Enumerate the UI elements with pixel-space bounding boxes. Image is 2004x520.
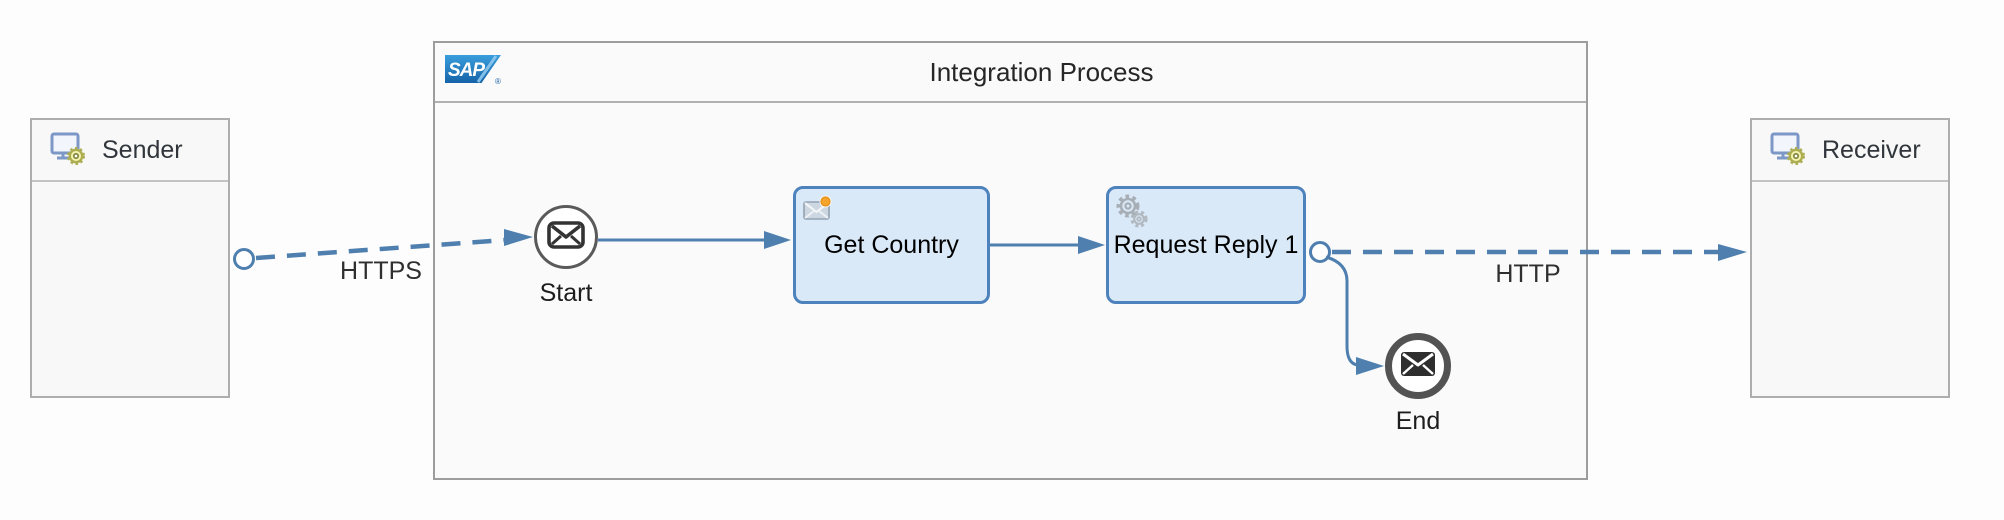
participant-receiver[interactable]: Receiver [1750, 118, 1950, 398]
sequence-flow-requestreply-end[interactable] [1325, 255, 1359, 367]
integration-process-container[interactable]: SAP ® Integration Process [433, 41, 1588, 480]
end-event-label: End [1395, 407, 1441, 435]
task-request-reply-label: Request Reply 1 [1113, 230, 1299, 259]
start-event-label: Start [539, 279, 593, 307]
sequence-flow-getcountry-requestreply-arrowhead [1078, 236, 1105, 254]
gears-icon [1115, 194, 1151, 235]
participant-sender-header: Sender [32, 120, 228, 182]
envelope-message-icon [547, 220, 585, 254]
content-modifier-icon [802, 194, 834, 231]
task-request-reply[interactable]: Request Reply 1 [1106, 186, 1306, 304]
process-title: Integration Process [929, 56, 1154, 87]
sap-logo-icon: SAP ® [445, 54, 507, 91]
end-event[interactable] [1385, 333, 1451, 399]
message-flow-http-arrowhead [1718, 244, 1747, 261]
request-reply-output-port[interactable] [1309, 241, 1331, 263]
system-icon [1769, 131, 1807, 170]
participant-receiver-label: Receiver [1822, 135, 1921, 164]
message-flow-http-label: HTTP [1495, 260, 1561, 288]
envelope-message-icon [1400, 351, 1436, 382]
message-flow-https-arrowhead [504, 229, 533, 246]
integration-process-header: SAP ® Integration Process [435, 43, 1586, 103]
sender-output-port[interactable] [233, 248, 255, 270]
system-icon [49, 131, 87, 170]
participant-sender[interactable]: Sender [30, 118, 230, 398]
start-event[interactable] [534, 205, 598, 269]
task-get-country-label: Get Country [824, 230, 959, 259]
message-flow-https[interactable] [255, 237, 506, 261]
svg-text:SAP: SAP [448, 60, 485, 81]
participant-sender-label: Sender [102, 135, 183, 164]
sequence-flow-requestreply-end-arrowhead [1356, 357, 1384, 375]
message-flow-https-label: HTTPS [340, 257, 422, 285]
sequence-flow-start-getcountry-arrowhead [764, 231, 791, 249]
participant-receiver-header: Receiver [1752, 120, 1948, 182]
svg-text:®: ® [495, 77, 501, 86]
task-get-country[interactable]: Get Country [793, 186, 990, 304]
